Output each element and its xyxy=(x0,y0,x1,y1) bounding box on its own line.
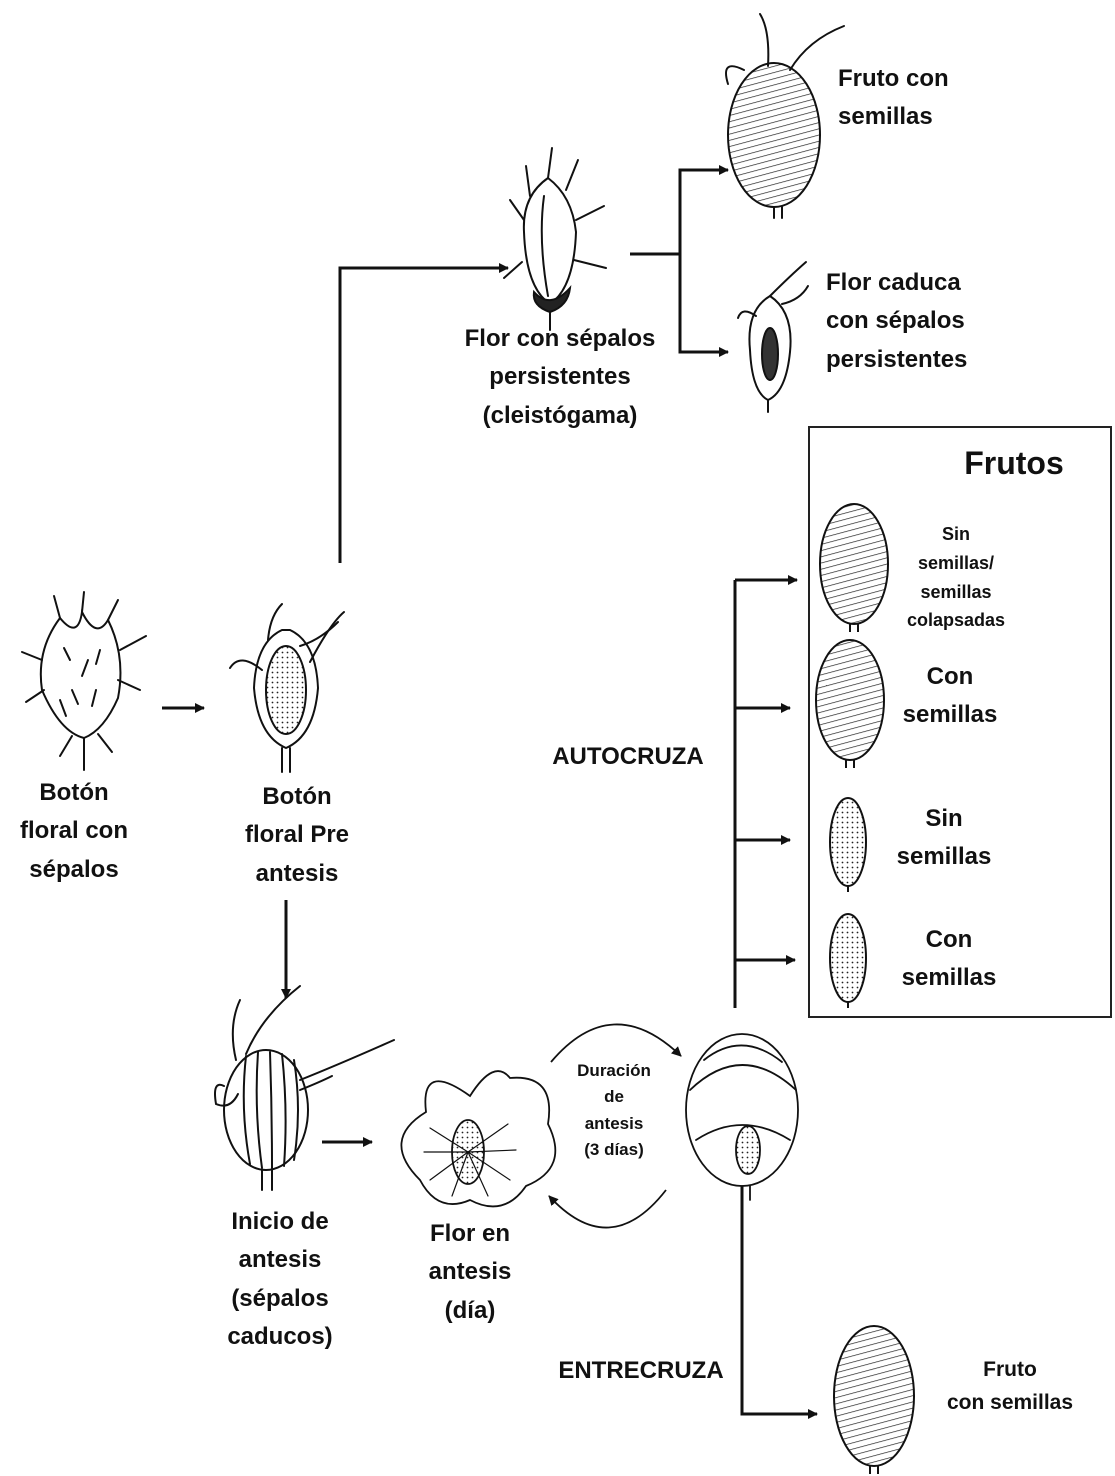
label-fruto-con-semillas-bottom: Fruto con semillas xyxy=(935,1354,1085,1419)
label-fruto-con-semillas-top: Fruto con semillas xyxy=(838,60,1008,137)
cycle-arrow-top xyxy=(551,1024,681,1062)
arrow-entrecruza xyxy=(742,1185,817,1414)
frutos-item-sin-semillas-colapsadas: Sin semillas/ semillas colapsadas xyxy=(896,520,1016,635)
frutos-item-sin-semillas: Sin semillas xyxy=(884,800,1004,877)
preanthesis-bud-illustration xyxy=(230,604,344,772)
flor-caduca-illustration xyxy=(738,262,808,412)
bud-with-sepals-illustration xyxy=(22,592,146,770)
label-boton-floral-preantesis: Botón floral Pre antesis xyxy=(222,778,372,893)
flor-en-antesis-illustration xyxy=(401,1071,555,1206)
frutos-item-con-semillas-1: Con semillas xyxy=(890,658,1010,735)
label-entrecruza: ENTRECRUZA xyxy=(546,1352,736,1390)
arrow-to-fruto-top xyxy=(680,170,728,254)
frutos-item-con-semillas-2: Con semillas xyxy=(889,921,1009,998)
fruit-with-seeds-top-illustration xyxy=(726,14,844,218)
label-autocruza: AUTOCRUZA xyxy=(538,738,718,776)
label-inicio-antesis: Inicio de antesis (sépalos caducos) xyxy=(205,1203,355,1357)
label-flor-caduca: Flor caduca con sépalos persistentes xyxy=(826,264,1026,379)
cleistogama-flower-illustration xyxy=(504,148,606,330)
label-boton-floral-sepalos: Botón floral con sépalos xyxy=(4,774,144,889)
arrow-to-flor-caduca xyxy=(680,254,728,352)
cycle-arrow-bottom xyxy=(549,1190,666,1228)
label-duracion-antesis: Duración de antesis (3 días) xyxy=(552,1058,676,1163)
frutos-box-title: Frutos xyxy=(944,440,1084,486)
label-flor-en-antesis: Flor en antesis (día) xyxy=(400,1215,540,1330)
fruit-with-seeds-bottom-illustration xyxy=(834,1326,914,1474)
label-flor-cleistogama: Flor con sépalos persistentes (cleistóga… xyxy=(445,320,675,435)
inicio-antesis-illustration xyxy=(215,986,394,1190)
post-antesis-flower-illustration xyxy=(686,1034,798,1200)
